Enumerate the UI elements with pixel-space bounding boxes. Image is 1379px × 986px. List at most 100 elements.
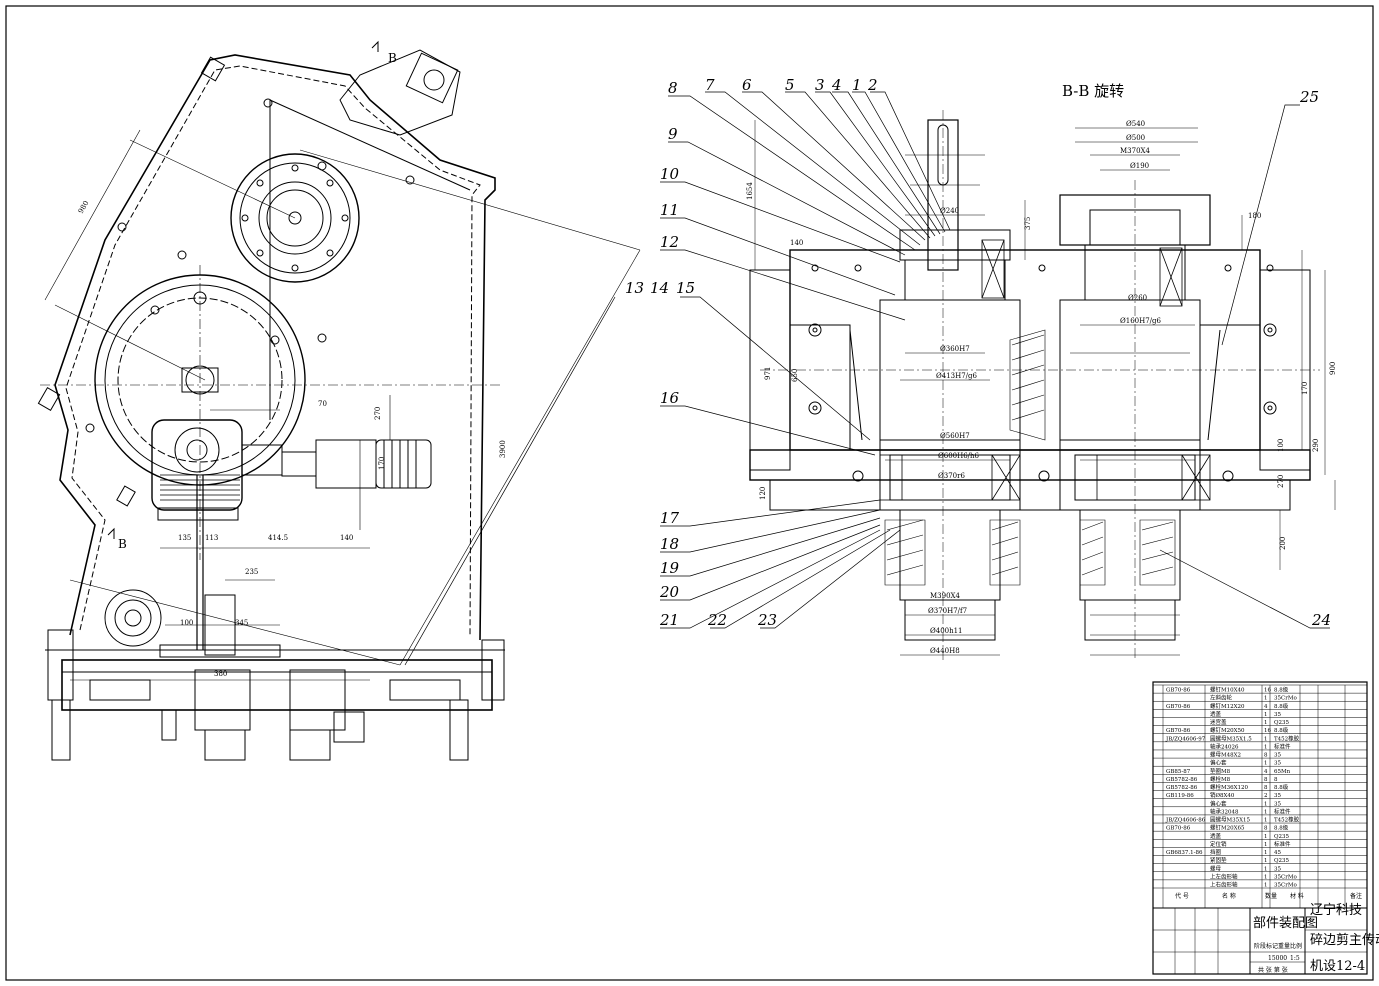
parts-cell-name: 透盖: [1210, 710, 1222, 718]
parts-cell-mat: Q235: [1274, 834, 1290, 840]
parts-header-name: 名 称: [1222, 892, 1236, 900]
sheet-border: [5, 5, 1374, 981]
parts-cell-std: GB70-86: [1166, 704, 1191, 710]
stage-label: 阶段标记: [1254, 942, 1278, 950]
scale-value: 1:5: [1290, 955, 1300, 962]
parts-cell-name: 螺钉M20X65: [1210, 824, 1245, 832]
parts-cell-name: 圆螺母M35X1.5: [1210, 734, 1252, 742]
parts-cell-qty: 1: [1264, 744, 1268, 750]
parts-cell-qty: 4: [1264, 704, 1268, 710]
parts-cell-qty: 1: [1264, 720, 1268, 726]
parts-cell-qty: 1: [1264, 761, 1268, 767]
callout-20: 20: [659, 583, 680, 601]
parts-cell-qty: 4: [1264, 769, 1268, 775]
svg-text:Ø560H7: Ø560H7: [940, 432, 970, 440]
svg-text:971: 971: [764, 367, 772, 380]
parts-cell-name: 透盖: [1210, 832, 1222, 840]
parts-cell-qty: 1: [1264, 818, 1268, 824]
parts-cell-mat: 8.8级: [1274, 702, 1289, 710]
svg-text:Ø440H8: Ø440H8: [930, 647, 960, 655]
callout-22: 22: [707, 611, 727, 629]
parts-cell-name: 销Ø8X40: [1210, 791, 1235, 799]
parts-cell-name: 圆螺母M35X15: [1210, 816, 1251, 824]
svg-text:140: 140: [340, 534, 353, 542]
parts-cell-std: GB70-86: [1166, 826, 1191, 832]
product-name: 碎边剪主传动系统: [1310, 932, 1379, 948]
parts-cell-qty: 1: [1264, 712, 1268, 718]
svg-text:1654: 1654: [746, 182, 754, 200]
callout-16: 16: [660, 389, 680, 407]
parts-cell-mat: 35: [1274, 801, 1281, 807]
parts-cell-name: 螺母: [1210, 864, 1222, 872]
svg-text:290: 290: [1312, 439, 1320, 452]
parts-cell-mat: 35: [1274, 712, 1281, 718]
parts-cell-name: 螺母M48X2: [1210, 751, 1241, 759]
svg-text:M370X4: M370X4: [1120, 147, 1151, 155]
svg-text:Ø400h11: Ø400h11: [930, 627, 963, 635]
svg-text:170: 170: [1301, 382, 1309, 395]
parts-cell-mat: 65Mn: [1274, 769, 1291, 775]
svg-text:M390X4: M390X4: [930, 592, 961, 600]
callout-5: 5: [785, 76, 795, 94]
svg-text:270: 270: [374, 407, 382, 420]
parts-cell-qty: 1: [1264, 842, 1268, 848]
parts-cell-name: 螺钉M10X40: [1210, 686, 1245, 694]
parts-cell-name: 螺栓M8: [1210, 775, 1231, 783]
svg-text:650: 650: [791, 369, 799, 382]
svg-text:414.5: 414.5: [268, 534, 288, 542]
title-block: [1152, 681, 1368, 975]
svg-text:380: 380: [214, 670, 227, 678]
callout-3: 3: [815, 76, 825, 94]
svg-text:113: 113: [205, 534, 218, 542]
parts-cell-name: 螺栓M36X120: [1210, 783, 1249, 791]
main-view: [37, 40, 641, 761]
svg-text:Ø360H7: Ø360H7: [940, 345, 970, 353]
drawing-number: 机设12-4: [1310, 959, 1365, 974]
svg-text:135: 135: [178, 534, 191, 542]
parts-cell-mat: 35: [1274, 761, 1281, 767]
svg-text:Ø370H7/f7: Ø370H7/f7: [928, 607, 967, 615]
parts-cell-mat: 8.8级: [1274, 686, 1289, 694]
parts-header-qty: 数量: [1265, 892, 1277, 900]
parts-cell-name: 轴承24026: [1210, 742, 1239, 750]
svg-text:100: 100: [1277, 439, 1285, 452]
svg-text:Ø540: Ø540: [1126, 120, 1145, 128]
parts-cell-name: 迷宫盖: [1210, 718, 1227, 726]
parts-cell-std: GB5782-86: [1166, 785, 1198, 791]
parts-cell-mat: 35CrMo: [1274, 696, 1297, 702]
callout-23: 23: [757, 611, 777, 629]
parts-cell-qty: 8: [1264, 826, 1268, 832]
parts-cell-mat: 35: [1274, 793, 1281, 799]
callout-4: 4: [831, 76, 842, 94]
callout-14: 14: [650, 279, 669, 297]
svg-text:980: 980: [77, 199, 91, 215]
svg-text:200: 200: [1279, 537, 1287, 550]
svg-text:900: 900: [1329, 362, 1337, 375]
svg-text:Ø370r6: Ø370r6: [938, 472, 965, 480]
parts-cell-qty: 1: [1264, 834, 1268, 840]
parts-cell-qty: 1: [1264, 883, 1268, 889]
weight-label: 重量: [1278, 942, 1290, 950]
parts-cell-qty: 1: [1264, 736, 1268, 742]
view-marker-bottom: B: [118, 537, 127, 551]
sheet-label: 共 张 第 张: [1258, 966, 1288, 974]
parts-cell-mat: 8.8级: [1274, 726, 1289, 734]
svg-text:100: 100: [180, 619, 193, 627]
drawing-name: 部件装配图: [1253, 916, 1318, 931]
parts-cell-mat: 35: [1274, 753, 1281, 759]
parts-cell-qty: 1: [1264, 874, 1268, 880]
svg-text:235: 235: [245, 568, 258, 576]
parts-cell-qty: 8: [1264, 785, 1268, 791]
